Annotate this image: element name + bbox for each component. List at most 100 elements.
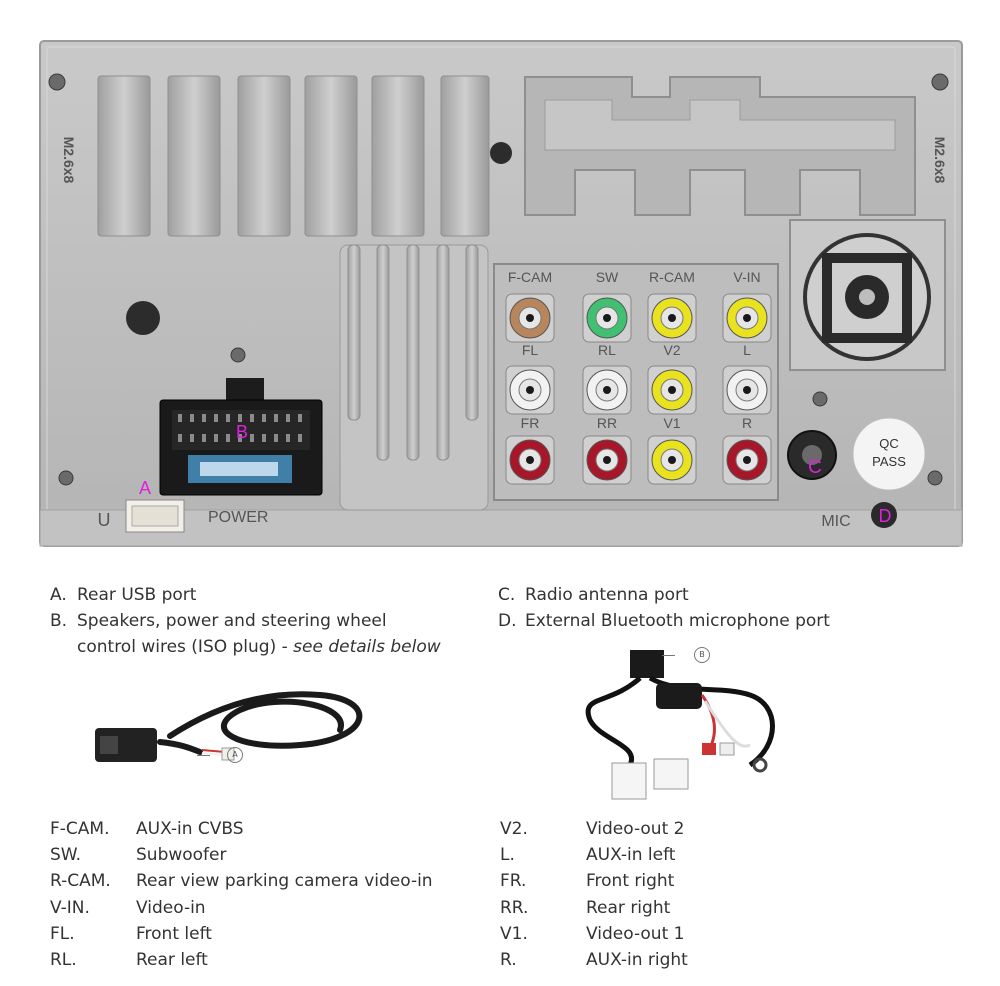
- rca-label: FR: [521, 415, 540, 431]
- iso-leader-line: [662, 655, 675, 656]
- side-label-right: M2.6x8: [932, 137, 948, 184]
- iso-harness-image: [585, 650, 775, 800]
- cooling-fan: [789, 219, 946, 371]
- legend-text: Rear USB port: [77, 585, 197, 605]
- abbreviation: FL.: [50, 923, 75, 944]
- table-row: V1. Video-out 1: [500, 921, 688, 947]
- qc-text-line1: QC: [879, 436, 899, 451]
- marker-d: D: [879, 506, 892, 526]
- description: Rear view parking camera video-in: [136, 871, 433, 892]
- rca-jack: [505, 365, 555, 415]
- marker-a: A: [139, 478, 151, 498]
- power-label: POWER: [208, 509, 268, 526]
- table-row: V-IN. Video-in: [50, 895, 433, 921]
- legend-item-a: A. Rear USB port: [50, 582, 441, 608]
- rca-jack: [647, 293, 697, 343]
- upper-vents: [97, 75, 490, 237]
- mic-label: MIC: [821, 513, 850, 530]
- marker-b: B: [236, 422, 248, 442]
- usb-label: U: [98, 510, 111, 530]
- rca-label: RL: [598, 342, 616, 358]
- table-row: F-CAM. AUX-in CVBS: [50, 816, 433, 842]
- rca-jack: [647, 435, 697, 485]
- description: Video-out 1: [586, 923, 685, 944]
- antenna-port: [787, 430, 837, 480]
- rca-jack: [722, 365, 772, 415]
- rca-jack: [582, 435, 632, 485]
- description: Subwoofer: [136, 845, 227, 866]
- legend-item-d: D.External Bluetooth microphone port: [498, 608, 830, 634]
- head-unit-rear-panel: M2.6x8 M2.6x8 B A U POWER F-CAM SW R-CAM V-…: [39, 40, 963, 547]
- abbreviation: RL.: [50, 950, 77, 971]
- legend-key: C.: [498, 585, 516, 605]
- legend-key: D.: [498, 611, 517, 631]
- description: Video-out 2: [586, 819, 685, 839]
- description: Video-in: [136, 897, 206, 918]
- usb-port: [125, 499, 185, 533]
- description: AUX-in CVBS: [136, 819, 244, 839]
- legend-right: C. Radio antenna port D.External Bluetoot…: [498, 582, 830, 634]
- abbreviation: RR.: [500, 897, 529, 918]
- table-row: RL. Rear left: [50, 947, 433, 973]
- marker-c: C: [808, 457, 822, 478]
- table-row: FR. Front right: [500, 868, 688, 894]
- abbreviation: F-CAM.: [50, 819, 110, 839]
- description: Rear left: [136, 950, 208, 971]
- legend-text: Radio antenna port: [525, 585, 689, 605]
- abbreviation: R-CAM.: [50, 871, 111, 892]
- description: AUX-in left: [586, 845, 676, 866]
- rca-label: F-CAM: [508, 269, 552, 285]
- table-row: R-CAM. Rear view parking camera video-in: [50, 868, 433, 894]
- rca-jack: [582, 365, 632, 415]
- side-label-left: M2.6x8: [61, 137, 77, 184]
- abbreviation: R.: [500, 950, 517, 971]
- legend-item-b-line2: control wires (ISO plug) - see details b…: [50, 634, 441, 660]
- iso-connector: [159, 378, 323, 496]
- legend-item-c: C. Radio antenna port: [498, 582, 830, 608]
- abbreviation: V-IN.: [50, 897, 90, 918]
- qc-pass-sticker: QC PASS: [852, 417, 926, 491]
- description: Front left: [136, 923, 212, 944]
- rca-label: V1: [663, 415, 680, 431]
- description: Front right: [586, 871, 675, 892]
- photo-marker-b: B: [694, 647, 710, 663]
- rca-label: L: [743, 342, 751, 358]
- description: AUX-in right: [586, 950, 688, 971]
- table-row: V2.Video-out 2: [500, 816, 688, 842]
- abbreviation: V1.: [500, 923, 528, 944]
- table-row: SW. Subwoofer: [50, 842, 433, 868]
- rca-label: SW: [596, 269, 619, 285]
- legend-text: Speakers, power and steering wheel: [77, 611, 387, 631]
- rca-jack: [722, 293, 772, 343]
- description: Rear right: [586, 897, 671, 918]
- usb-extension-cable-image: [95, 691, 363, 762]
- abbreviation: FR.: [500, 871, 527, 892]
- rca-label: V-IN: [733, 269, 760, 285]
- middle-vents: [339, 244, 489, 511]
- legend-text-italic: see details below: [293, 637, 441, 657]
- abbreviation: L.: [500, 845, 515, 866]
- usb-leader-line: [197, 755, 210, 756]
- rca-label: FL: [522, 342, 539, 358]
- rca-label: R: [742, 415, 752, 431]
- legend-left: A.Rear USB port B.Speakers, power and st…: [50, 582, 441, 660]
- rca-jack: [505, 293, 555, 343]
- rca-label: V2: [663, 342, 680, 358]
- rca-jack: [505, 435, 555, 485]
- mic-port: [871, 502, 897, 528]
- rca-label: R-CAM: [649, 269, 695, 285]
- legend-text-line2: control wires (ISO plug) -: [77, 637, 294, 657]
- table-row: RR. Rear right: [500, 895, 688, 921]
- rca-label: RR: [597, 415, 617, 431]
- table-row: L. AUX-in left: [500, 842, 688, 868]
- qc-text-line2: PASS: [872, 454, 906, 469]
- photo-marker-a: A: [227, 747, 243, 763]
- rca-jacks: F-CAM SW R-CAM V-IN FL RL V2 L FR RR V1 R: [505, 269, 772, 485]
- legend-key: A.: [50, 585, 67, 605]
- rca-jack: [722, 435, 772, 485]
- rca-jack: [582, 293, 632, 343]
- abbreviation: SW.: [50, 845, 82, 866]
- table-row: R. AUX-in right: [500, 947, 688, 973]
